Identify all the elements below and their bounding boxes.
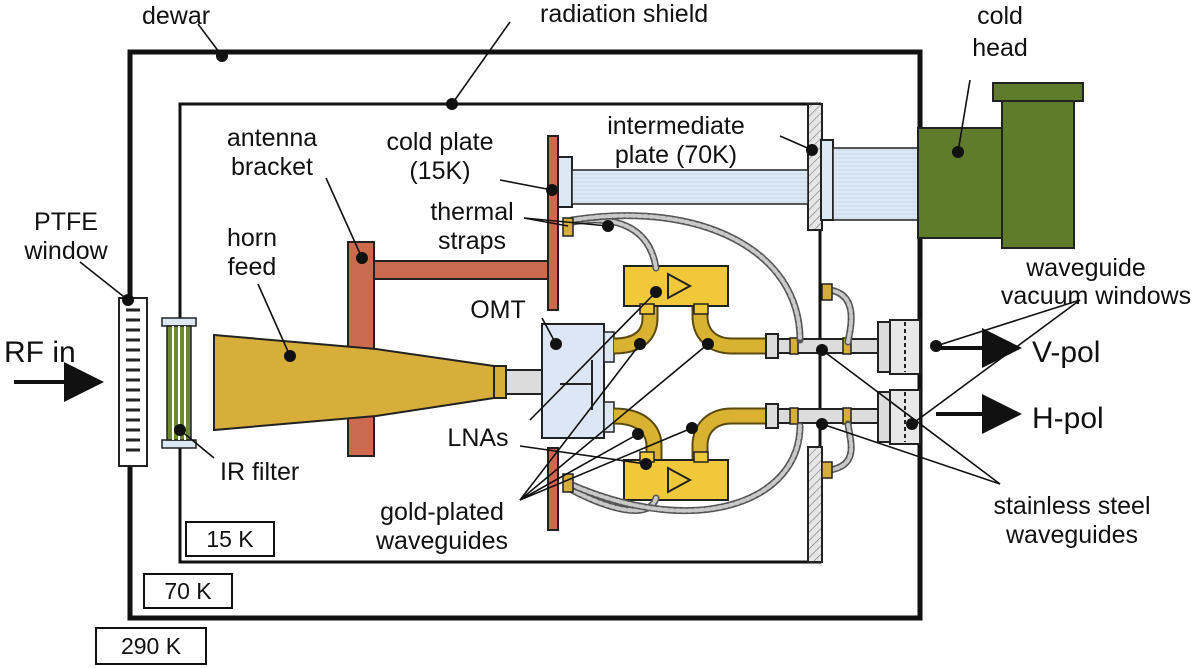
ptfe-grooves — [126, 308, 140, 452]
label-intermediate-2: plate (70K) — [615, 141, 737, 169]
cold-head-cap — [992, 82, 1084, 102]
label-ir-filter: IR filter — [220, 458, 299, 486]
label-gold-1: gold-plated — [380, 498, 504, 526]
temp-290k: 290 K — [121, 633, 182, 659]
warm-stage-cylinder — [832, 147, 919, 221]
label-waveguide-windows-1: waveguide — [1025, 254, 1146, 282]
label-ptfe-1: PTFE — [34, 208, 98, 236]
label-horn-2: feed — [228, 253, 277, 281]
label-cold-plate-1: cold plate — [386, 128, 493, 156]
ir-filter-bottom-clamp — [161, 439, 197, 449]
temp-70k-box — [143, 573, 233, 609]
label-dewar: dewar — [142, 2, 210, 30]
label-thermal-1: thermal — [430, 198, 513, 226]
callout-dots — [122, 50, 964, 470]
leader-lines — [79, 21, 1081, 501]
label-thermal-2: straps — [438, 227, 506, 255]
label-waveguide-windows-2: vacuum windows — [1001, 282, 1191, 310]
cold-stage-cylinder — [571, 169, 809, 205]
label-gold-2: waveguides — [375, 527, 508, 555]
cold-plate-lower — [547, 447, 559, 531]
label-antenna-1: antenna — [227, 124, 317, 152]
ir-filter-top-clamp — [161, 317, 197, 327]
label-lnas: LNAs — [447, 424, 508, 452]
temp-290k-box — [95, 627, 207, 665]
lna-v-amp-symbol — [667, 272, 693, 300]
cold-head-body — [917, 127, 1003, 239]
label-cold-head-2: head — [972, 34, 1028, 62]
label-v-pol: V-pol — [1032, 336, 1100, 369]
intermediate-plate-lower — [807, 446, 823, 563]
intermediate-flange — [820, 139, 834, 221]
label-cold-plate-2: (15K) — [409, 157, 470, 185]
ir-filter-layers — [172, 326, 186, 440]
temp-15k: 15 K — [206, 526, 254, 552]
label-radiation-shield: radiation shield — [540, 0, 708, 28]
label-ptfe-2: window — [23, 237, 108, 265]
label-cold-head-1: cold — [977, 2, 1023, 30]
label-stainless-2: waveguides — [1005, 521, 1138, 549]
thermal-straps — [568, 212, 855, 515]
horn-adapter — [505, 369, 543, 395]
label-antenna-2: bracket — [231, 153, 313, 181]
label-horn-1: horn — [227, 224, 277, 252]
ptfe-window — [118, 297, 148, 467]
temp-70k: 70 K — [164, 578, 212, 604]
temp-15k-box — [185, 521, 275, 557]
omt-port-bottom — [603, 401, 615, 433]
antenna-bracket-arm — [373, 260, 549, 280]
label-h-pol: H-pol — [1032, 402, 1104, 435]
intermediate-plate-upper — [807, 103, 823, 231]
label-stainless-1: stainless steel — [993, 492, 1150, 520]
label-rf-in: RF in — [4, 336, 76, 369]
cold-head-motor — [1001, 99, 1075, 249]
label-omt: OMT — [470, 296, 526, 324]
horn-feed — [213, 333, 495, 432]
horn-throat — [493, 365, 507, 399]
cold-plate-flange — [557, 156, 573, 208]
lna-h-amp-symbol — [667, 466, 693, 494]
label-intermediate-1: intermediate — [607, 112, 745, 140]
